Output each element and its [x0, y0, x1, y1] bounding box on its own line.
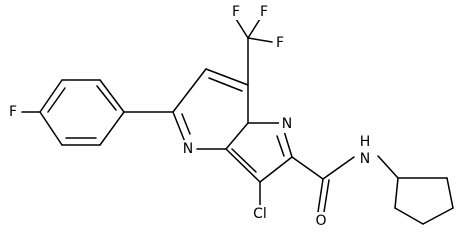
- bond-c3-c3a: [225, 148, 261, 183]
- bond-ar-4: [39, 111, 63, 146]
- bond-cp-4: [394, 207, 424, 225]
- bond-c7-c6: [205, 68, 249, 86]
- bond-c3a-n8: [225, 122, 249, 150]
- atom-f-aryl: F: [9, 104, 17, 120]
- atom-cl: Cl: [253, 206, 267, 222]
- bond-n1-c2-inner: [276, 135, 285, 157]
- atom-n-pyrazole: N: [282, 116, 292, 132]
- bond-ar-1-inner: [96, 85, 117, 111]
- bond-ar-3: [39, 79, 63, 113]
- bond-cp-2: [446, 177, 454, 209]
- atom-n-pyrimidine: N: [183, 141, 193, 157]
- bond-cp-5: [394, 177, 399, 209]
- bond-cf3-f-top: [247, 18, 261, 39]
- atom-h-amide: H: [360, 134, 371, 150]
- bond-camide-n: [322, 156, 355, 180]
- bond-c6-c5: [172, 68, 207, 113]
- bond-c3-c3a-inner: [231, 148, 257, 173]
- bond-cf3-f-left: [235, 18, 249, 39]
- bond-cp-3: [422, 207, 454, 225]
- bond-c5-n4: [172, 111, 186, 143]
- bond-c2-c3: [259, 156, 293, 183]
- bond-camide-o-2: [323, 179, 330, 213]
- bond-c7-c6-inner: [208, 77, 243, 92]
- bond-n1-c2: [283, 130, 293, 158]
- bond-ar-1: [99, 79, 125, 113]
- atom-label-layer: F F F F N N Cl H N O: [6, 4, 375, 230]
- atom-n-amide: N: [360, 151, 370, 167]
- bond-layer: [21, 18, 454, 225]
- atom-f-cf3-top: F: [260, 4, 268, 20]
- atom-f-cf3-left: F: [232, 4, 240, 20]
- bond-ar-3-inner: [47, 87, 66, 113]
- structure-drawing: F F F F N N Cl H N O: [6, 4, 454, 230]
- bond-ar-6: [99, 111, 125, 146]
- bond-c5-n4-inner: [181, 113, 191, 135]
- atom-f-cf3-mid: F: [276, 35, 284, 51]
- bond-n-cyclopentyl: [377, 155, 399, 179]
- atom-o-amide: O: [315, 213, 326, 229]
- bond-c2-camide: [291, 156, 324, 180]
- bond-camide-o: [317, 178, 324, 213]
- bond-cf3-f-mid: [247, 37, 273, 43]
